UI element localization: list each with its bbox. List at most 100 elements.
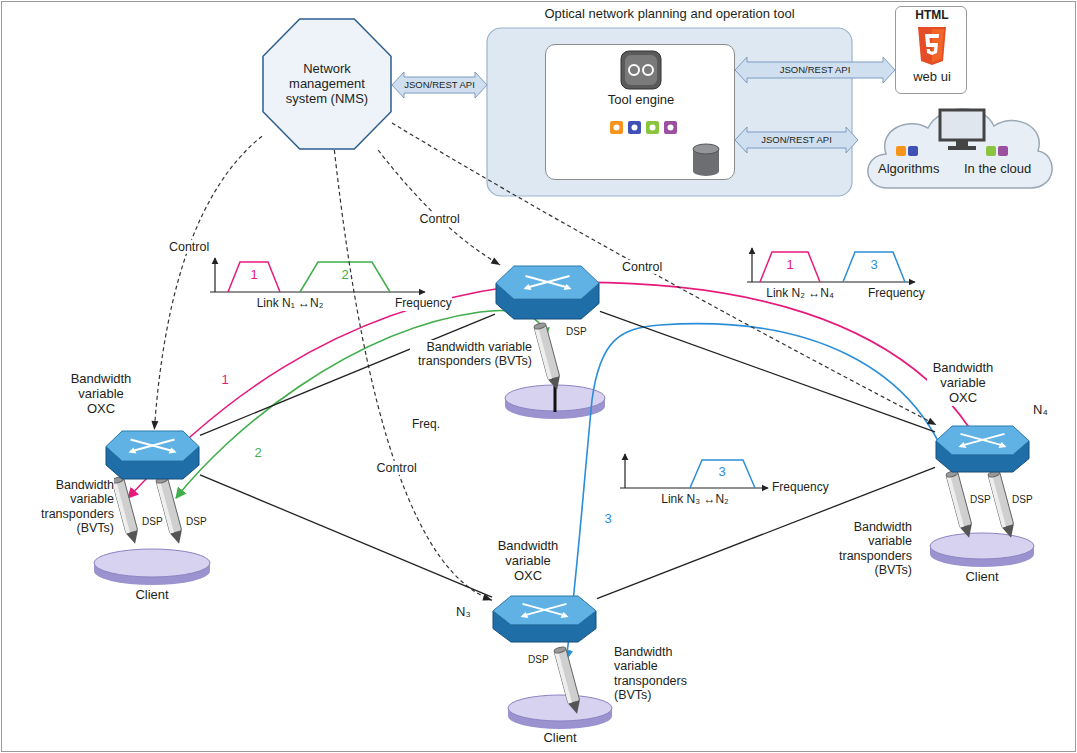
polygon-part (959, 442, 967, 448)
rect-part (908, 146, 918, 156)
circle-part (668, 125, 674, 131)
oxc-node: Bandwidth variable OXCN₄ (935, 425, 1030, 473)
api-arrow (392, 72, 487, 98)
line-part (200, 314, 495, 435)
link-label: Link N₃ ↔N₂ (661, 493, 729, 507)
client-label: Client (135, 588, 168, 603)
lightpaths (128, 282, 998, 660)
polygon-part (129, 448, 137, 454)
line-part (526, 276, 570, 288)
node-text: HTML (896, 9, 968, 23)
lightpath-number: 2 (254, 446, 261, 461)
link-label: Link N₁ ↔N₂ (257, 297, 324, 311)
oxc-node: Bandwidth variable OXC (105, 430, 200, 480)
path-part (566, 324, 955, 660)
polyline-part (690, 460, 755, 488)
svg-part (935, 425, 1030, 473)
api-label: JSON/REST API (778, 65, 853, 76)
node-text: web ui (896, 70, 968, 85)
client-label: Client (543, 731, 576, 746)
ellipse-part (508, 695, 612, 721)
tool-panel: Tool engine Optical network planning and … (487, 2, 852, 196)
link-label: Link N₂ ↔N₄ (766, 287, 834, 301)
line-part (751, 248, 752, 282)
lightpath-number: 1 (221, 373, 228, 388)
polygon-part (918, 27, 946, 65)
edge-label: Control (374, 460, 418, 474)
svg-part (105, 430, 200, 480)
line-part (747, 281, 915, 282)
line-part (214, 258, 215, 292)
line-part (131, 440, 175, 452)
polygon-part (106, 431, 199, 461)
node-text: Optical network planning and operation t… (487, 7, 852, 22)
line-part (526, 276, 570, 288)
path-part (334, 150, 492, 600)
rect-part (940, 110, 984, 140)
rect-part (628, 121, 641, 134)
node-text: Bandwidth variable OXC (65, 372, 137, 417)
node-text: In the cloud (964, 162, 1031, 177)
freq-label: Freq. (412, 418, 440, 432)
api-label: JSON/REST API (759, 135, 834, 146)
polygon-part (735, 127, 858, 153)
control-arrow (151, 136, 262, 430)
ellipse-part (693, 166, 719, 176)
polygon-part (564, 284, 572, 290)
polygon-part (925, 34, 939, 55)
polygon-part (491, 257, 501, 265)
channel-number: 2 (341, 268, 348, 283)
dsp-label: DSP (1012, 494, 1033, 506)
api-arrow (735, 57, 895, 83)
circle-part (632, 125, 638, 131)
circle-part (650, 125, 656, 131)
node-text: Algorithms (878, 162, 939, 177)
polygon-part (263, 19, 391, 149)
ellipse-part (693, 144, 719, 154)
polygon-part (169, 448, 177, 454)
polyline-part (300, 262, 390, 292)
channel-number: 1 (250, 268, 257, 283)
node-text: Bandwidth variable OXC (927, 361, 999, 406)
ellipse-part (94, 549, 210, 577)
cloud-shape: Algorithms In the cloud (858, 96, 1058, 196)
tool-engine-box: Tool engine (545, 44, 735, 180)
dsp-label: DSP (566, 326, 587, 338)
line-part (620, 487, 768, 488)
svg-part (858, 96, 1058, 196)
rect-part (625, 55, 657, 85)
rect-part (948, 146, 976, 150)
fiber-link (200, 314, 495, 435)
rect-part (986, 146, 996, 156)
line-part (523, 604, 567, 616)
rect-part (487, 28, 852, 196)
line-part (200, 475, 492, 597)
node-text: Bandwidth variable transponders (BVTs) (410, 340, 532, 369)
polyline-part (228, 262, 280, 292)
polygon-part (392, 72, 487, 98)
polygon-part (999, 442, 1007, 448)
circle-part (643, 65, 653, 75)
svg-part (546, 45, 736, 181)
client-label: Client (965, 570, 998, 585)
svg-part (492, 595, 597, 643)
channel-number: 3 (718, 465, 725, 480)
spectrum-n3-n2 (620, 454, 768, 488)
use-part (112, 476, 141, 545)
node-text: N₄ (1033, 403, 1048, 418)
polygon-part (493, 596, 596, 625)
polygon-part (151, 421, 158, 430)
polygon-part (936, 426, 1029, 455)
dsp-label: DSP (142, 516, 163, 528)
line-part (961, 434, 1005, 446)
polygon-part (735, 57, 895, 83)
g-part (131, 440, 175, 452)
node-text: Bandwidth variable OXC (492, 539, 564, 584)
edge-label: Control (620, 260, 664, 274)
control-arrow (334, 150, 492, 600)
line-part (523, 604, 567, 616)
polygon-part (496, 266, 599, 299)
rect-part (646, 121, 659, 134)
